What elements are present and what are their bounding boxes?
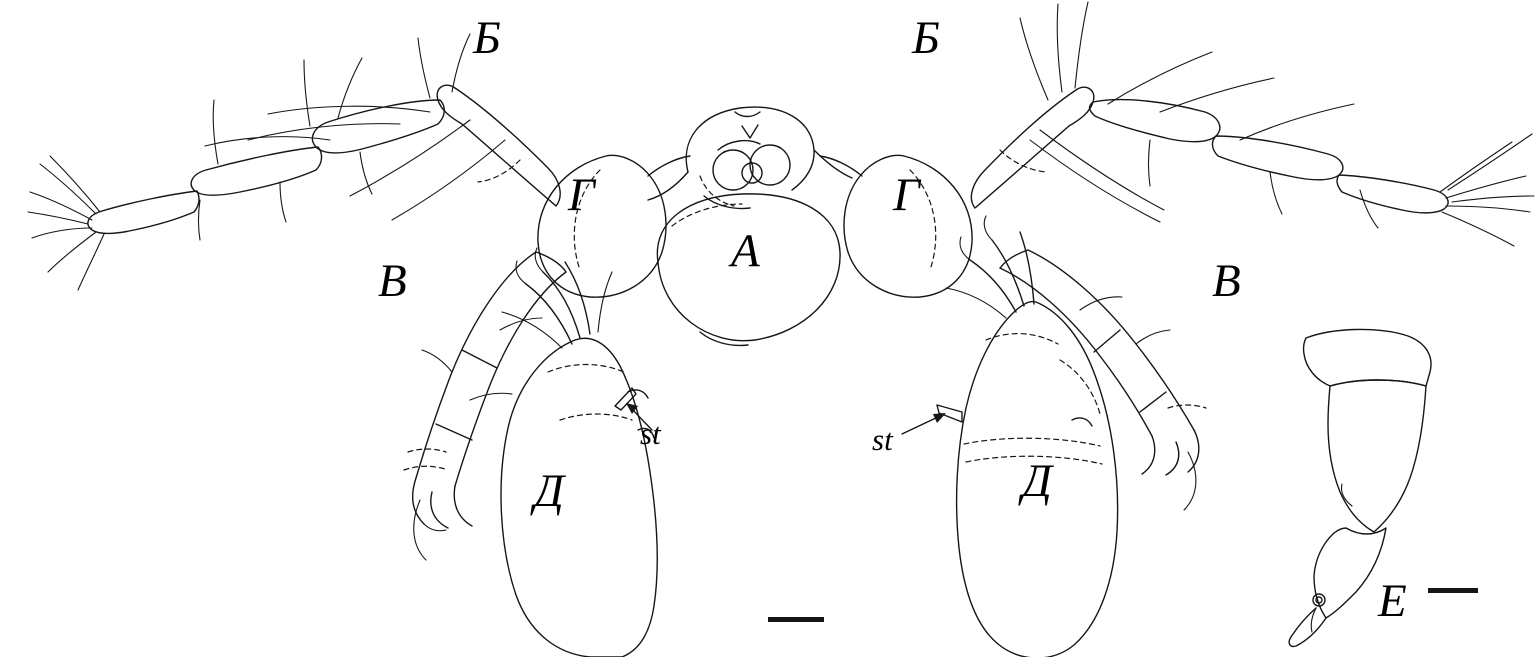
label-g-right: Г	[893, 169, 920, 221]
palp-left-drawing	[500, 247, 658, 657]
scale-bar-center	[768, 617, 824, 622]
gnathosoma-drawing	[647, 106, 853, 210]
label-v-right: В	[1212, 255, 1241, 307]
label-b-left: Б	[473, 12, 501, 64]
coxal-plate-left-drawing	[537, 154, 691, 298]
label-st-right: st	[872, 422, 893, 457]
label-g-left: Г	[568, 169, 595, 221]
st-arrow-right	[901, 413, 946, 435]
st-arrow-left	[626, 403, 653, 431]
st-spur-right	[936, 404, 963, 423]
midleg-left-drawing	[403, 251, 567, 561]
foreleg-right-drawing	[970, 1, 1535, 247]
scale-bar-right	[1428, 588, 1478, 593]
label-e: Е	[1378, 575, 1407, 627]
foreleg-left-drawing	[27, 33, 561, 291]
midleg-right-drawing	[999, 249, 1207, 511]
body-a-drawing	[656, 193, 841, 347]
label-a: А	[731, 225, 760, 277]
palp-right-drawing	[936, 215, 1119, 657]
label-v-left: В	[378, 255, 407, 307]
label-d-right: Д	[1022, 455, 1052, 507]
label-d-left: Д	[534, 465, 564, 517]
detached-leg-e-drawing	[1288, 328, 1432, 648]
coxal-plate-right-drawing	[819, 154, 973, 298]
st-spur-left	[614, 387, 637, 411]
label-st-left: st	[640, 416, 661, 451]
label-b-right: Б	[912, 12, 940, 64]
